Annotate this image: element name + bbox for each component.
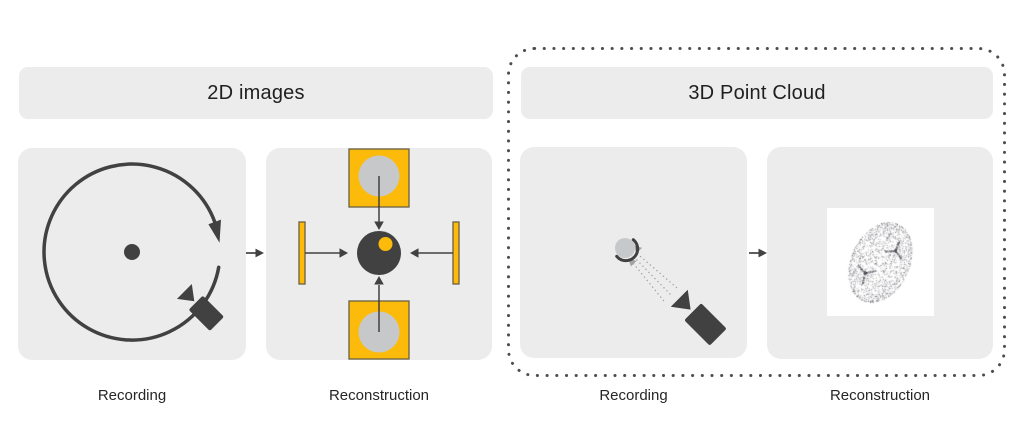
pointcloud-frame (827, 208, 934, 316)
section-title-3d-label: 3D Point Cloud (688, 81, 826, 104)
panel-2d-reconstruction (266, 148, 492, 360)
caption-2d-recording: Recording (97, 387, 167, 404)
circular-arrow-icon (42, 162, 221, 342)
top-view-image (348, 148, 410, 230)
scanning-diagram (615, 238, 726, 345)
section-title-2d-label: 2D images (207, 81, 305, 104)
left-view-plate (298, 221, 348, 285)
turntable-center-dot (124, 244, 140, 260)
panel-3d-reconstruction (767, 147, 993, 359)
sphere-icon (615, 238, 640, 263)
section-title-3d-point-cloud: 3D Point Cloud (521, 67, 993, 119)
panel-2d-recording (18, 148, 246, 360)
circular-arrow-head (208, 219, 221, 243)
flow-arrow-icon-3d (749, 248, 767, 258)
panel-3d-recording (520, 147, 747, 358)
caption-3d-recording: Recording (599, 387, 668, 404)
video-camera-icon (176, 283, 224, 331)
section-title-2d-images: 2D images (19, 67, 493, 119)
turntable-diagram (42, 162, 224, 342)
flow-arrow-icon-2d (246, 248, 264, 258)
caption-2d-reconstruction: Reconstruction (328, 387, 430, 404)
scatter-point-cloud (827, 208, 934, 316)
video-camera-icon (670, 289, 726, 345)
caption-3d-reconstruction: Reconstruction (829, 387, 931, 404)
bottom-view-image (348, 276, 410, 360)
multiview-diagram (298, 148, 460, 360)
reconstructed-object (357, 231, 401, 275)
right-view-plate (410, 221, 460, 285)
